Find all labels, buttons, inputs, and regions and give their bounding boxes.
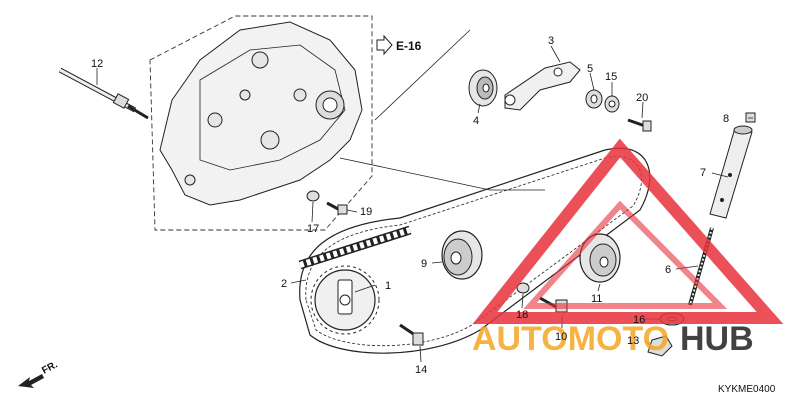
crankcase-boss-2	[207, 112, 223, 128]
part-3-arm	[504, 61, 581, 111]
crankcase-boss-6	[184, 174, 196, 186]
part-2-chain-links	[298, 225, 412, 270]
part-label-16: 16	[633, 314, 645, 326]
part-label-10: 10	[555, 331, 567, 343]
part-label-18: 18	[516, 309, 528, 321]
front-arrow-icon	[18, 374, 44, 388]
part-label-9: 9	[421, 258, 427, 270]
front-direction-indicator: FR.	[18, 359, 60, 388]
watermark-triangle	[472, 138, 784, 324]
part-18-washer	[516, 282, 530, 294]
crankcase-boss-5	[239, 89, 251, 101]
watermark-text-primary: AUTOMOTO	[472, 320, 669, 358]
part-label-3: 3	[548, 35, 554, 47]
part-8-bolt	[745, 112, 756, 123]
part-9-roller	[441, 230, 483, 280]
part-14-bolt	[399, 323, 424, 346]
watermark-text-secondary: HUB	[680, 320, 754, 358]
part-labels: 12 17 19 3 4 5 15 20 8 7 6 9 11 2 1 18 1…	[91, 35, 729, 376]
crankcase-body	[159, 21, 363, 206]
part-13-nut	[647, 335, 673, 357]
watermark: AUTOMOTO HUB	[472, 138, 784, 358]
part-label-8: 8	[723, 113, 729, 125]
front-direction-label: FR.	[40, 359, 60, 376]
diagram-code: KYKME0400	[718, 384, 776, 395]
part-1-sprocket	[310, 265, 380, 335]
part-label-12: 12	[91, 58, 103, 70]
part-label-4: 4	[473, 115, 479, 127]
part-7-lifter	[709, 125, 753, 219]
part-19-bolt	[326, 201, 348, 215]
reference-arrow-icon	[376, 34, 393, 56]
part-label-19: 19	[360, 206, 372, 218]
watermark-triangle-inner	[523, 200, 728, 309]
part-label-13: 13	[627, 335, 639, 347]
part-5-collar	[585, 89, 603, 109]
crankcase-boss-3	[260, 130, 280, 150]
part-17-washer	[306, 190, 320, 202]
part-label-6: 6	[665, 264, 671, 276]
part-label-2: 2	[281, 278, 287, 290]
part-label-20: 20	[636, 92, 648, 104]
crankcase-detail	[199, 44, 346, 171]
crankcase-dashed-outline	[149, 15, 373, 231]
part-label-7: 7	[700, 167, 706, 179]
part-15-washer	[604, 95, 620, 113]
part-label-17: 17	[307, 223, 319, 235]
part-4-cam-sprocket	[468, 69, 498, 107]
part-label-1: 1	[385, 280, 391, 292]
part-20-bolt	[627, 118, 652, 132]
crankcase-boss-4	[293, 88, 307, 102]
part-11-roller	[579, 233, 621, 283]
reference-label: E-16	[396, 39, 422, 53]
part-12-stud	[58, 67, 149, 120]
part-label-15: 15	[605, 71, 617, 83]
part-label-11: 11	[591, 293, 602, 305]
crankcase-bearing-inner	[322, 97, 338, 113]
crankcase-group	[149, 15, 373, 231]
reference-arrow-group: E-16	[376, 34, 422, 56]
leader-lines	[96, 29, 753, 363]
part-label-14: 14	[415, 364, 427, 376]
part-label-5: 5	[587, 63, 593, 75]
crankcase-boss-1	[251, 51, 269, 69]
